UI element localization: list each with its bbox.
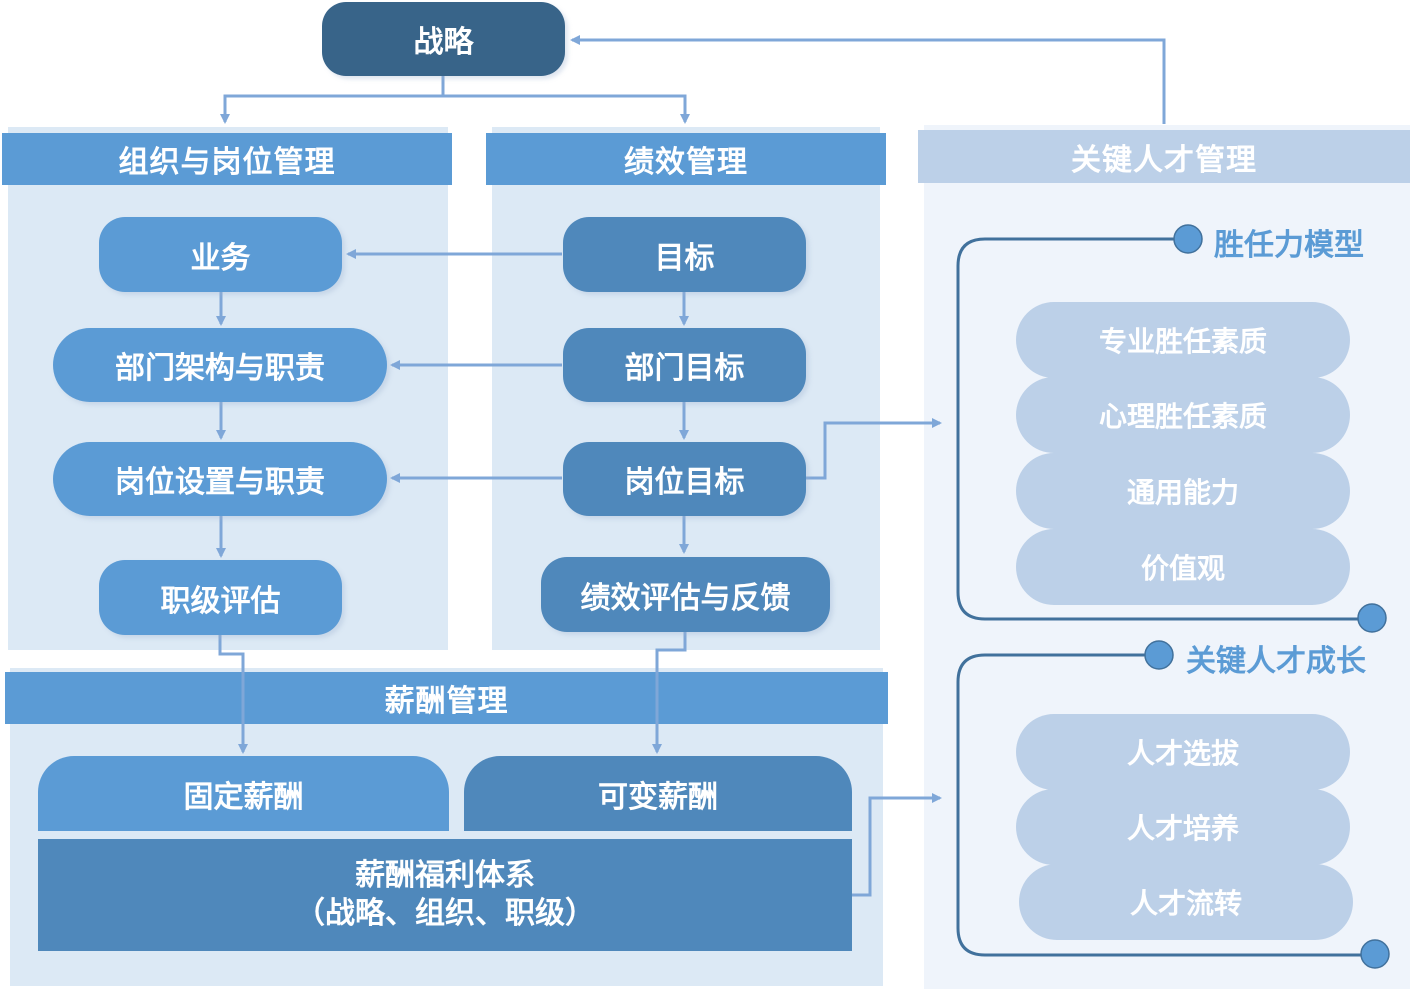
perf-node-evaluation-feedback[interactable]: 绩效评估与反馈 [541, 557, 830, 632]
org-node-position-setup[interactable]: 岗位设置与职责 [53, 442, 387, 516]
perf-header: 绩效管理 [486, 133, 886, 185]
connector-strategy-perf [443, 94, 690, 124]
perf-node-dept-goal[interactable]: 部门目标 [563, 328, 806, 402]
competency-dot-start [1173, 224, 1203, 254]
competency-item[interactable]: 通用能力 [1016, 453, 1350, 529]
org-header: 组织与岗位管理 [2, 133, 452, 185]
growth-title: 关键人才成长 [1186, 644, 1366, 679]
connector-eval-variable [652, 632, 687, 754]
org-node-dept-structure[interactable]: 部门架构与职责 [53, 328, 387, 402]
comp-variable[interactable]: 可变薪酬 [464, 756, 852, 831]
connector-comp-growth [852, 793, 942, 897]
talent-header: 关键人才管理 [918, 130, 1410, 183]
org-node-business[interactable]: 业务 [99, 217, 342, 292]
growth-item[interactable]: 人才培养 [1016, 789, 1350, 865]
competency-item[interactable]: 心理胜任素质 [1016, 377, 1350, 453]
competency-title: 胜任力模型 [1214, 228, 1364, 263]
competency-item[interactable]: 专业胜任素质 [1016, 302, 1350, 378]
growth-bracket [956, 653, 1375, 957]
comp-system-subtitle: （战略、组织、职级） [295, 896, 595, 931]
connector-grade-fixed [218, 635, 248, 754]
connector-strategy-org [220, 76, 445, 124]
growth-dot-start [1144, 640, 1174, 670]
growth-item[interactable]: 人才流转 [1019, 864, 1353, 940]
competency-item[interactable]: 价值观 [1016, 529, 1350, 605]
connector-talent-strategy [570, 35, 1166, 124]
competency-bracket [956, 237, 1372, 621]
comp-header: 薪酬管理 [5, 672, 888, 724]
connector-posgoal-talent [806, 418, 942, 480]
org-node-grade-evaluation[interactable]: 职级评估 [99, 560, 342, 635]
competency-dot-end [1357, 603, 1387, 633]
growth-dot-end [1360, 939, 1390, 969]
comp-system[interactable]: 薪酬福利体系 （战略、组织、职级） [38, 839, 852, 951]
comp-system-title: 薪酬福利体系 [355, 858, 535, 893]
perf-node-position-goal[interactable]: 岗位目标 [563, 442, 806, 516]
perf-node-goal[interactable]: 目标 [563, 217, 806, 292]
comp-fixed[interactable]: 固定薪酬 [38, 756, 449, 831]
growth-item[interactable]: 人才选拔 [1016, 714, 1350, 790]
strategy-node[interactable]: 战略 [322, 2, 565, 76]
